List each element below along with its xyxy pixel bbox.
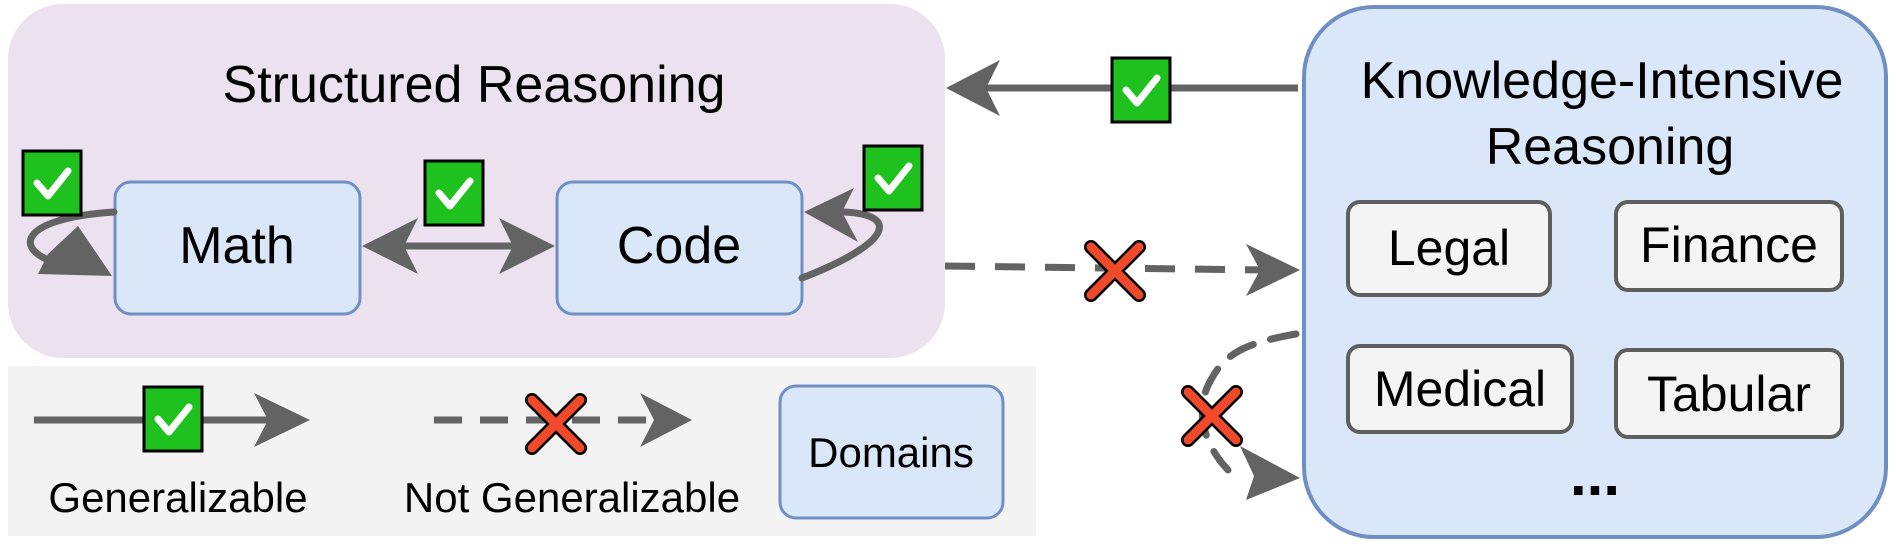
- legend-not-generalizable-label: Not Generalizable: [404, 474, 740, 521]
- knowledge-self-loop-dashed-arrow: [1198, 330, 1300, 500]
- subdomain-label-finance: Finance: [1640, 217, 1818, 273]
- knowledge-intensive-group: Knowledge-Intensive Reasoning Legal Fina…: [1302, 5, 1888, 539]
- subdomain-box-finance: [1614, 200, 1844, 292]
- check-icon: [1112, 58, 1170, 122]
- legend-generalizable-label: Generalizable: [48, 474, 307, 521]
- code-self-loop-arrow: [798, 188, 883, 282]
- check-icon: [144, 387, 202, 451]
- knowledge-intensive-title-line1: Knowledge-Intensive: [1361, 52, 1844, 110]
- legend: Generalizable Not Generalizable Domains: [8, 366, 1036, 536]
- structured-reasoning-group: Structured Reasoning Math Code: [8, 4, 945, 358]
- knowledge-intensive-title-line2: Reasoning: [1486, 118, 1735, 176]
- subdomain-box-medical: [1346, 344, 1574, 434]
- domain-label-math: Math: [179, 217, 295, 275]
- domain-box-math: [113, 180, 362, 316]
- check-icon: [864, 146, 922, 210]
- more-domains-ellipsis: ...: [1570, 441, 1620, 508]
- subdomain-box-legal: [1346, 200, 1552, 297]
- domain-label-code: Code: [617, 217, 741, 275]
- math-code-bidirectional-arrow: [362, 218, 555, 274]
- structured-reasoning-title: Structured Reasoning: [223, 56, 726, 114]
- subdomain-label-legal: Legal: [1388, 220, 1510, 276]
- domain-box-code: [555, 180, 804, 316]
- legend-domains-label: Domains: [808, 429, 974, 476]
- check-icon: [425, 161, 483, 225]
- subdomain-label-medical: Medical: [1374, 361, 1546, 417]
- cross-icon: [1188, 392, 1236, 440]
- check-icon: [23, 151, 81, 215]
- legend-domain-box: [778, 384, 1005, 520]
- math-self-loop-arrow: [26, 208, 118, 276]
- subdomain-label-tabular: Tabular: [1647, 366, 1811, 422]
- subdomain-box-tabular: [1614, 348, 1844, 439]
